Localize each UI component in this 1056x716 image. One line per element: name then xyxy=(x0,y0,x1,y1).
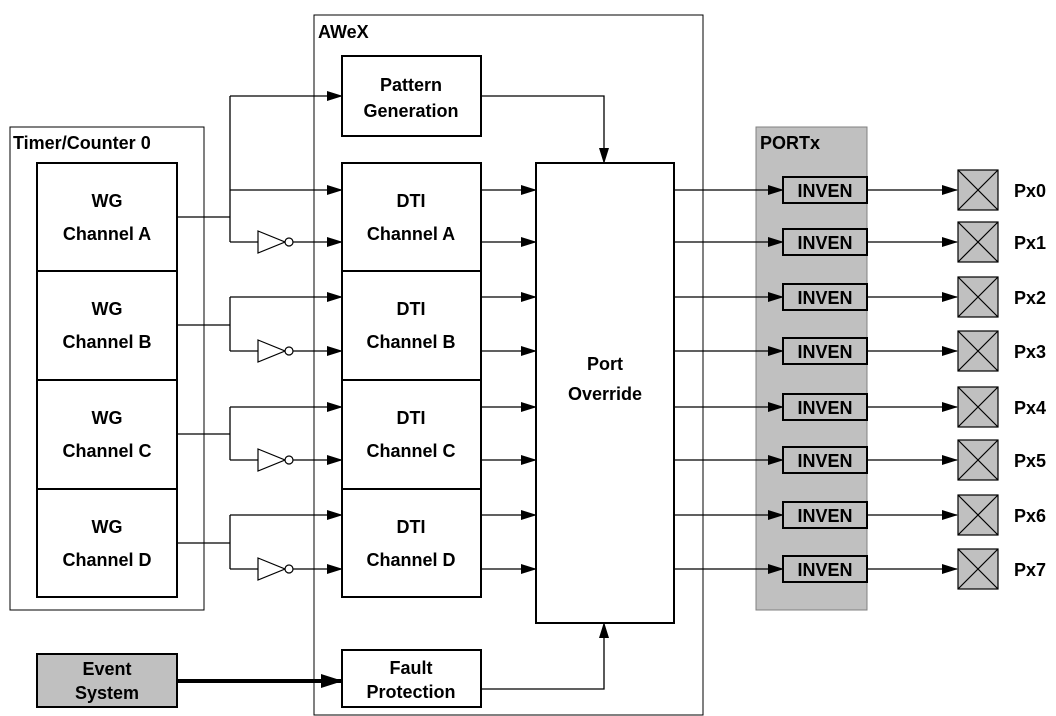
pin-pad-icon xyxy=(957,439,999,481)
pin-pad-icon xyxy=(957,276,999,318)
port-override-line2: Override xyxy=(568,384,642,404)
wg-a-line2: Channel A xyxy=(63,224,151,244)
port-row-3: INVEN Px3 xyxy=(674,330,1046,372)
inven-box xyxy=(782,337,868,365)
awex-container: AWeX xyxy=(313,14,704,716)
port-override-block: Port Override xyxy=(535,162,675,624)
port-row-4: INVEN Px4 xyxy=(674,386,1046,428)
pin-label: Px3 xyxy=(1014,342,1046,362)
wg-channel-d: WG Channel D xyxy=(36,488,178,598)
fault-protection-block: Fault Protection xyxy=(341,649,482,708)
dti-d-line1: DTI xyxy=(397,517,426,537)
port-row-7: INVEN Px7 xyxy=(674,548,1046,590)
pin-label: Px4 xyxy=(1014,398,1046,418)
inven-label: INVEN xyxy=(797,342,852,362)
port-override-line1: Port xyxy=(587,354,623,374)
portx-title: PORTx xyxy=(760,133,820,153)
dti-channel-a: DTI Channel A xyxy=(341,162,482,272)
pin-label: Px5 xyxy=(1014,451,1046,471)
inverter-d xyxy=(257,557,343,581)
dti-channel-b: DTI Channel B xyxy=(341,270,482,381)
pin-label: Px6 xyxy=(1014,506,1046,526)
port-row-5: INVEN Px5 xyxy=(674,439,1046,481)
pin-pad-icon xyxy=(957,386,999,428)
pattern-line2: Generation xyxy=(363,101,458,121)
inven-label: INVEN xyxy=(797,560,852,580)
dti-a-line2: Channel A xyxy=(367,224,455,244)
timer-counter-container: Timer/Counter 0 xyxy=(9,126,205,611)
awex-title: AWeX xyxy=(318,22,369,42)
wg-d-line2: Channel D xyxy=(62,550,151,570)
wg-b-line2: Channel B xyxy=(62,332,151,352)
port-row-6: INVEN Px6 xyxy=(674,494,1046,536)
port-row-1: INVEN Px1 xyxy=(674,221,1046,263)
wg-c-line1: WG xyxy=(92,408,123,428)
port-row-0: INVEN Px0 xyxy=(674,169,1046,211)
inven-label: INVEN xyxy=(797,288,852,308)
event-system-block: Event System xyxy=(36,653,178,708)
pin-pad-icon xyxy=(957,221,999,263)
inven-label: INVEN xyxy=(797,451,852,471)
wg-channel-a: WG Channel A xyxy=(36,162,178,272)
dti-b-line1: DTI xyxy=(397,299,426,319)
wg-channel-c: WG Channel C xyxy=(36,379,178,490)
wg-channel-b: WG Channel B xyxy=(36,270,178,381)
dti-c-line2: Channel C xyxy=(366,441,455,461)
event-line1: Event xyxy=(82,659,131,679)
fault-line2: Protection xyxy=(366,682,455,702)
pin-pad-icon xyxy=(957,494,999,536)
portx-container: PORTx xyxy=(755,126,868,611)
fault-to-override-wire xyxy=(481,622,609,690)
timer-counter-title: Timer/Counter 0 xyxy=(13,133,151,153)
dti-channel-c: DTI Channel C xyxy=(341,379,482,490)
pin-pad-icon xyxy=(957,330,999,372)
pattern-to-override-wire xyxy=(481,95,609,164)
dti-to-port-override-wiring xyxy=(481,185,537,574)
event-line2: System xyxy=(75,683,139,703)
inven-box xyxy=(782,446,868,474)
inven-box xyxy=(782,228,868,256)
dti-d-line2: Channel D xyxy=(366,550,455,570)
fault-line1: Fault xyxy=(390,658,433,678)
dti-b-line2: Channel B xyxy=(366,332,455,352)
inverter-a xyxy=(257,230,343,254)
pin-pad-icon xyxy=(957,169,999,211)
pattern-line1: Pattern xyxy=(380,75,442,95)
inven-box xyxy=(782,501,868,529)
pin-label: Px0 xyxy=(1014,181,1046,201)
pin-label: Px7 xyxy=(1014,560,1046,580)
inven-label: INVEN xyxy=(797,181,852,201)
port-row-2: INVEN Px2 xyxy=(674,276,1046,318)
inven-label: INVEN xyxy=(797,398,852,418)
inven-label: INVEN xyxy=(797,506,852,526)
pin-pad-icon xyxy=(957,548,999,590)
wg-c-line2: Channel C xyxy=(62,441,151,461)
wg-d-line1: WG xyxy=(92,517,123,537)
wg-a-line1: WG xyxy=(92,191,123,211)
wg-b-line1: WG xyxy=(92,299,123,319)
pin-label: Px1 xyxy=(1014,233,1046,253)
pin-label: Px2 xyxy=(1014,288,1046,308)
inverter-b xyxy=(257,339,343,363)
inven-box xyxy=(782,283,868,311)
pattern-generation-block: Pattern Generation xyxy=(341,55,482,137)
dti-c-line1: DTI xyxy=(397,408,426,428)
inverter-c xyxy=(257,448,343,472)
dti-channel-d: DTI Channel D xyxy=(341,488,482,598)
inven-label: INVEN xyxy=(797,233,852,253)
dti-a-line1: DTI xyxy=(397,191,426,211)
wg-to-dti-wiring xyxy=(177,91,343,570)
